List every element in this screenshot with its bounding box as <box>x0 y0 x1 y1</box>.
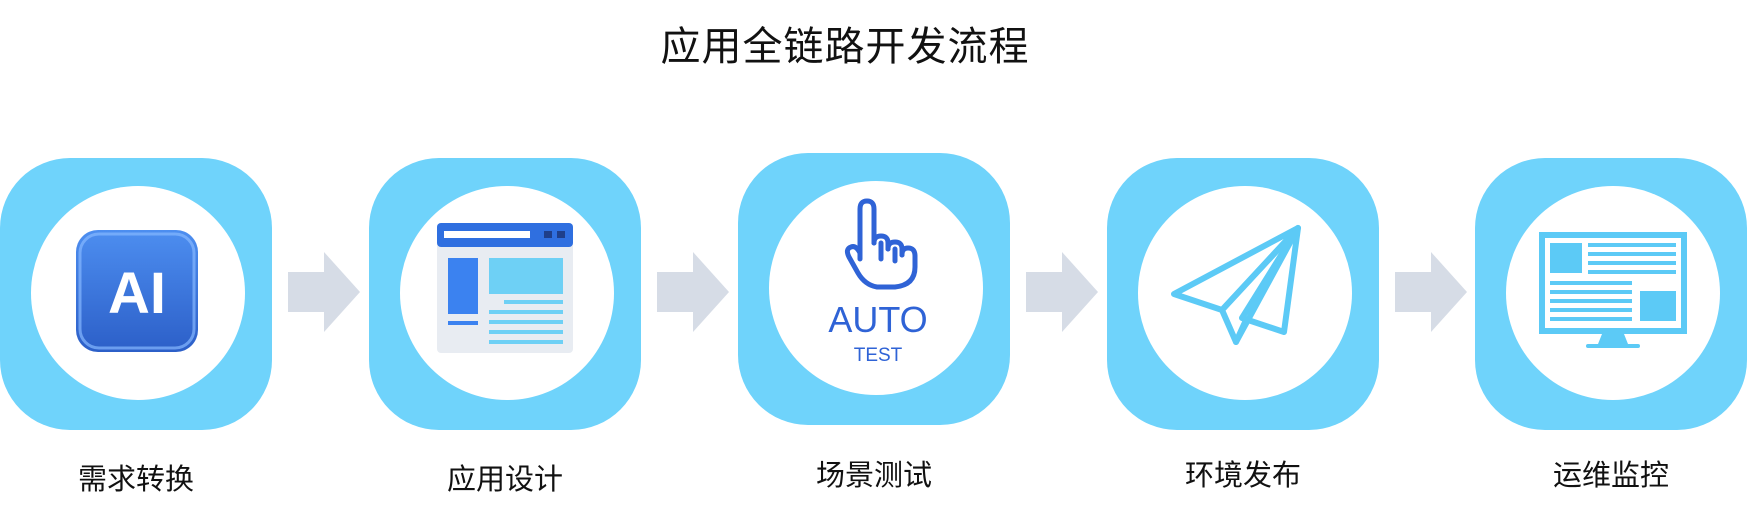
stage-label-application-design: 应用设计 <box>446 462 563 496</box>
arrow-right-icon <box>288 252 360 332</box>
flow-arrow <box>657 252 729 332</box>
stage-disc <box>1506 186 1720 400</box>
web-layout-icon <box>437 223 573 353</box>
paper-plane-icon <box>1171 225 1301 345</box>
monitor-icon <box>1539 232 1687 348</box>
stage-requirement-conversion: AI <box>0 158 272 430</box>
flow-arrow <box>288 252 360 332</box>
pointing-hand-icon <box>844 198 918 290</box>
arrow-right-icon <box>1395 252 1467 332</box>
stage-disc <box>1138 186 1352 400</box>
stage-scenario-testing: AUTO TEST <box>738 153 1010 425</box>
stage-environment-release <box>1107 158 1379 430</box>
auto-label: AUTO <box>828 299 927 340</box>
stage-label-ops-monitoring: 运维监控 <box>1552 458 1669 492</box>
stage-label-scenario-testing: 场景测试 <box>815 458 932 492</box>
test-label: TEST <box>854 345 903 366</box>
arrow-right-icon <box>1026 252 1098 332</box>
ai-chip-icon: AI <box>76 230 198 352</box>
stage-label-requirement-conversion: 需求转换 <box>77 462 194 496</box>
stage-disc: AUTO TEST <box>769 181 983 395</box>
stage-disc <box>400 186 614 400</box>
auto-test-icon: AUTO TEST <box>828 198 928 366</box>
stage-ops-monitoring <box>1475 158 1747 430</box>
stage-label-environment-release: 环境发布 <box>1184 458 1301 492</box>
flow-arrow <box>1026 252 1098 332</box>
stage-application-design <box>369 158 641 430</box>
stage-disc: AI <box>31 186 245 400</box>
ai-chip-text: AI <box>108 261 166 326</box>
arrow-right-icon <box>657 252 729 332</box>
diagram-title: 应用全链路开发流程 <box>660 24 1030 70</box>
flow-arrow <box>1395 252 1467 332</box>
